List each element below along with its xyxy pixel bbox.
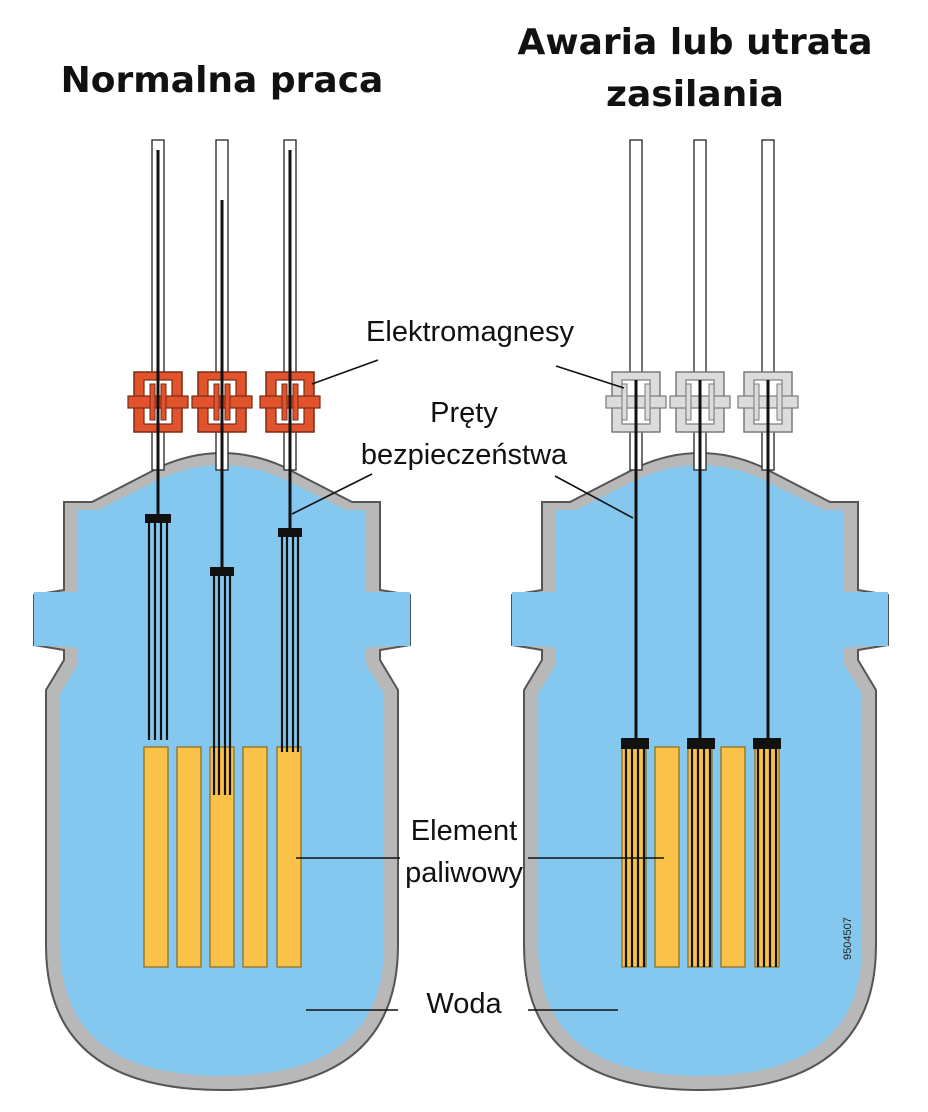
reactor-failure	[511, 139, 889, 1091]
safety-rod-3-dropped	[753, 380, 781, 967]
fuel-elements-normal	[143, 746, 302, 968]
leader-electromagnets-right	[555, 365, 625, 389]
safety-rod-2-dropped	[687, 380, 715, 967]
title-failure-line1: Awaria lub utrata	[518, 22, 873, 63]
reactor-normal	[33, 139, 411, 1091]
safety-rod-1	[145, 150, 171, 740]
title-normal-operation: Normalna praca	[61, 60, 384, 101]
fuel-element	[654, 746, 680, 968]
fuel-element	[143, 746, 169, 968]
safety-rod-2	[210, 200, 234, 795]
fuel-element	[176, 746, 202, 968]
fuel-element	[276, 746, 302, 968]
fuel-element	[720, 746, 746, 968]
fuel-element	[242, 746, 268, 968]
figure-code: 9504507	[842, 917, 854, 960]
label-electromagnets: Elektromagnesy	[366, 316, 574, 348]
leader-safety-rods-left	[291, 473, 373, 515]
label-safety-rods-line1: Pręty	[430, 397, 498, 429]
title-failure-line2: zasilania	[606, 74, 784, 115]
label-fuel-element-line1: Element	[411, 815, 517, 847]
fuel-elements-failure	[621, 746, 780, 968]
label-water: Woda	[426, 988, 502, 1020]
leader-safety-rods-right	[554, 475, 634, 519]
label-fuel-element-line2: paliwowy	[405, 857, 523, 889]
label-safety-rods-line2: bezpieczeństwa	[361, 439, 568, 471]
safety-rod-3	[278, 150, 302, 752]
leader-electromagnets-left	[311, 359, 379, 385]
